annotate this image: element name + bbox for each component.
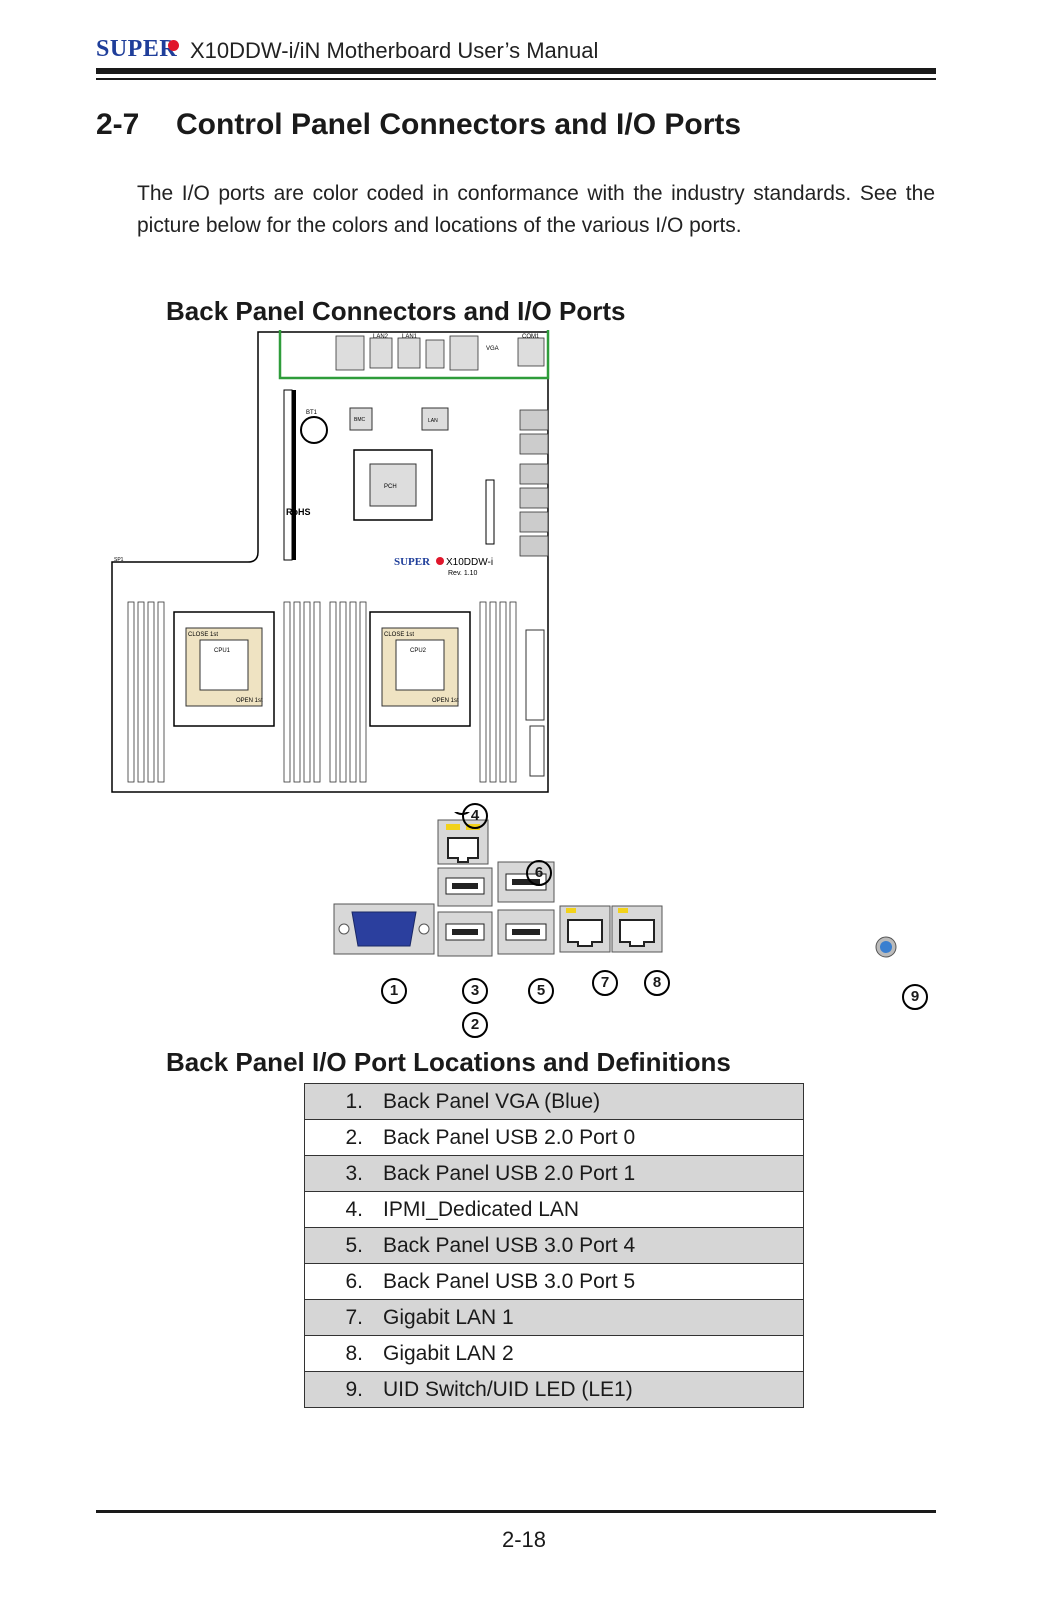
table-cell: 8. Gigabit LAN 2 xyxy=(304,1335,804,1372)
io-port-table: 1. Back Panel VGA (Blue) 2. Back Panel USB … xyxy=(304,1083,804,1408)
row-number: 7. xyxy=(345,1305,363,1329)
section-number: 2-7 xyxy=(96,108,140,141)
svg-text:CLOSE 1st: CLOSE 1st xyxy=(384,632,414,638)
table-row: 3. Back Panel USB 2.0 Port 1 xyxy=(304,1155,804,1192)
header-rule-thin xyxy=(96,78,936,80)
table-row: 7. Gigabit LAN 1 xyxy=(304,1299,804,1336)
header-rule xyxy=(96,68,936,74)
callout-7: 7 xyxy=(592,970,618,996)
callout-5: 5 xyxy=(528,978,554,1004)
svg-text:VGA: VGA xyxy=(486,346,499,352)
page-number: 2-18 xyxy=(501,1527,547,1552)
svg-text:OPEN 1st: OPEN 1st xyxy=(236,698,263,704)
row-number: 3. xyxy=(345,1161,363,1185)
callout-3: 3 xyxy=(462,978,488,1004)
svg-text:LAN: LAN xyxy=(428,418,438,424)
gigabit-lan-ports xyxy=(559,905,663,953)
row-label: UID Switch/UID LED (LE1) xyxy=(383,1377,633,1401)
row-label: Gigabit LAN 1 xyxy=(383,1305,514,1329)
back-panel-ports-closeup xyxy=(333,812,897,958)
row-number: 5. xyxy=(345,1233,363,1257)
row-label: Back Panel USB 2.0 Port 0 xyxy=(383,1125,636,1149)
svg-text:LAN1: LAN1 xyxy=(402,334,418,340)
svg-text:BT1: BT1 xyxy=(306,410,318,416)
svg-text:X10DDW-i: X10DDW-i xyxy=(446,557,493,568)
row-number: 2. xyxy=(345,1125,363,1149)
table-row: 1. Back Panel VGA (Blue) xyxy=(304,1083,804,1120)
svg-text:RoHS: RoHS xyxy=(286,507,311,517)
table-row: 4. IPMI_Dedicated LAN xyxy=(304,1191,804,1228)
row-number: 9. xyxy=(345,1377,363,1401)
intro-paragraph: The I/O ports are color coded in conform… xyxy=(137,182,935,237)
table-cell: 2. Back Panel USB 2.0 Port 0 xyxy=(304,1119,804,1156)
svg-text:LAN2: LAN2 xyxy=(373,334,389,340)
row-label: Back Panel USB 3.0 Port 5 xyxy=(383,1269,636,1293)
svg-text:CLOSE 1st: CLOSE 1st xyxy=(188,632,218,638)
table-cell: 1. Back Panel VGA (Blue) xyxy=(304,1083,804,1120)
svg-text:COM1: COM1 xyxy=(522,334,540,340)
table-row: 5. Back Panel USB 3.0 Port 4 xyxy=(304,1227,804,1264)
figure-title-back-panel: Back Panel Connectors and I/O Ports xyxy=(166,296,626,326)
table-cell: 5. Back Panel USB 3.0 Port 4 xyxy=(304,1227,804,1264)
table-cell: 7. Gigabit LAN 1 xyxy=(304,1299,804,1336)
svg-text:CPU1: CPU1 xyxy=(214,648,231,654)
row-label: IPMI_Dedicated LAN xyxy=(383,1197,580,1221)
svg-text:OPEN 1st: OPEN 1st xyxy=(432,698,459,704)
table-cell: 6. Back Panel USB 3.0 Port 5 xyxy=(304,1263,804,1300)
usb3-stack xyxy=(497,861,555,955)
brand-logo: SUPER xyxy=(96,36,178,62)
usb2-stack xyxy=(437,867,493,957)
section-title: Control Panel Connectors and I/O Ports xyxy=(176,108,742,141)
vga-port xyxy=(333,903,435,955)
motherboard-layout-diagram: LAN2 LAN1 VGA COM1 BT1 BMC LAN PCH SUPER… xyxy=(111,330,550,793)
svg-text:BMC: BMC xyxy=(354,417,366,423)
uid-switch xyxy=(875,936,897,958)
svg-text:SP1: SP1 xyxy=(114,557,124,563)
svg-text:Rev. 1.10: Rev. 1.10 xyxy=(448,570,478,577)
callout-9: 9 xyxy=(902,984,928,1010)
table-row: 8. Gigabit LAN 2 xyxy=(304,1335,804,1372)
table-cell: 4. IPMI_Dedicated LAN xyxy=(304,1191,804,1228)
svg-text:SUPER: SUPER xyxy=(394,556,431,568)
table-cell: 3. Back Panel USB 2.0 Port 1 xyxy=(304,1155,804,1192)
callout-6: 6 xyxy=(526,860,552,886)
row-number: 4. xyxy=(345,1197,363,1221)
table-row: 9. UID Switch/UID LED (LE1) xyxy=(304,1371,804,1408)
callout-8: 8 xyxy=(644,970,670,996)
callout-4: 4 xyxy=(462,803,488,829)
callout-1: 1 xyxy=(381,978,407,1004)
row-number: 8. xyxy=(345,1341,363,1365)
footer-rule xyxy=(96,1510,936,1513)
svg-text:PCH: PCH xyxy=(384,484,397,490)
row-label: Gigabit LAN 2 xyxy=(383,1341,514,1365)
row-label: Back Panel USB 2.0 Port 1 xyxy=(383,1161,636,1185)
row-number: 1. xyxy=(345,1089,363,1113)
brand-logo-dot xyxy=(168,40,179,51)
table-row: 6. Back Panel USB 3.0 Port 5 xyxy=(304,1263,804,1300)
row-label: Back Panel USB 3.0 Port 4 xyxy=(383,1233,636,1257)
table-row: 2. Back Panel USB 2.0 Port 0 xyxy=(304,1119,804,1156)
svg-text:CPU2: CPU2 xyxy=(410,648,427,654)
row-label: Back Panel VGA (Blue) xyxy=(383,1089,601,1113)
figure-title-port-definitions: Back Panel I/O Port Locations and Defini… xyxy=(166,1047,731,1077)
row-number: 6. xyxy=(345,1269,363,1293)
manual-title: X10DDW-i/iN Motherboard User’s Manual xyxy=(190,38,599,63)
callout-2: 2 xyxy=(462,1012,488,1038)
table-cell: 9. UID Switch/UID LED (LE1) xyxy=(304,1371,804,1408)
